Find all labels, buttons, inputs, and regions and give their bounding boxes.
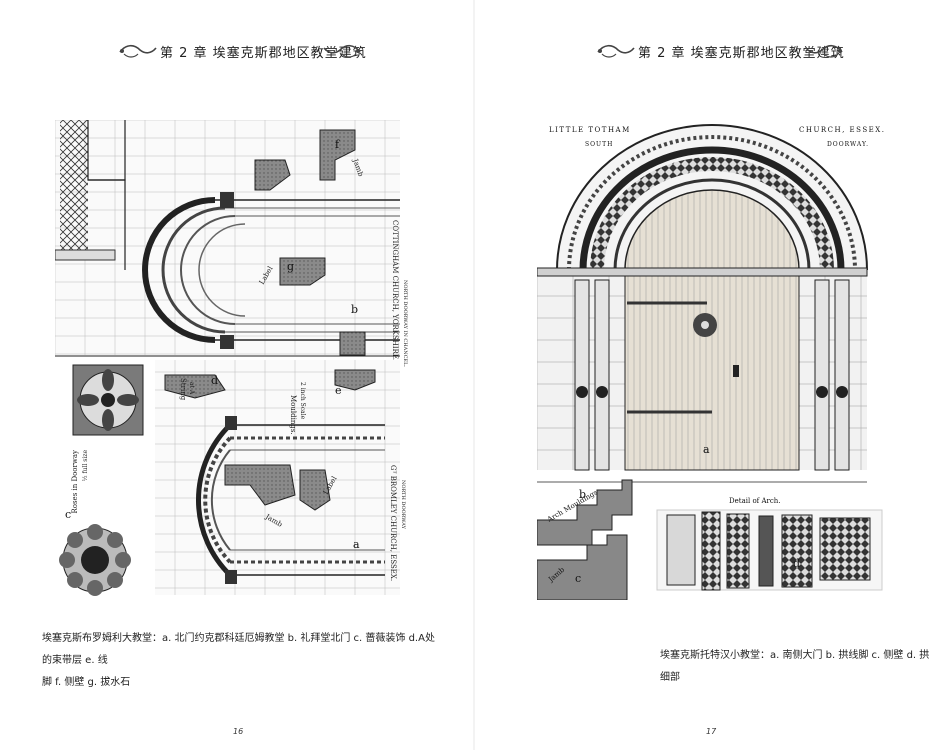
left-flourish-ornament: [597, 44, 635, 58]
figure-caption: 埃塞克斯托特汉小教堂：a. 南侧大门 b. 拱线脚 c. 侧壁 d. 拱细部: [660, 650, 930, 683]
string-label: String: [179, 378, 187, 401]
key-letter-c: c: [65, 508, 71, 521]
title-south: SOUTH: [585, 141, 613, 148]
book-gutter: [473, 0, 475, 750]
key-letter-c: c: [575, 572, 581, 585]
running-header: 第 2 章 埃塞克斯郡地区教堂建筑: [474, 40, 948, 62]
door-rosette: [693, 313, 717, 337]
key-letter-d: d: [793, 557, 800, 570]
title-doorway: DOORWAY.: [827, 141, 869, 148]
mouldings-label: Mouldings.: [289, 395, 297, 435]
full-size-label: ½ full size: [82, 450, 89, 482]
cottingham-sub-label: NORTH DOORWAY IN CHANCEL.: [402, 280, 408, 367]
right-page: 第 2 章 埃塞克斯郡地区教堂建筑: [474, 0, 948, 750]
engraving-plate-little-totham: LITTLE TOTHAM SOUTH CHURCH, ESSEX. DOORW…: [537, 120, 902, 600]
great-bromley-church-label: Gᵀ BROMLEY CHURCH, ESSEX.: [389, 465, 397, 581]
key-letter-a: a: [703, 443, 710, 456]
detail-of-arch-drawing: [656, 509, 883, 591]
key-letter-d: d: [211, 374, 218, 387]
running-header: 第 2 章 埃塞克斯郡地区教堂建筑: [0, 40, 474, 62]
page-number: 16: [233, 727, 244, 736]
engraving-plate-doorways: COTTINGHAM CHURCH, YORKSHIRE. NORTH DOOR…: [55, 120, 410, 600]
page-number: 17: [706, 727, 717, 736]
rose-ornament-square: [72, 364, 144, 436]
great-bromley-sub-label: NORTH DOORWAY: [400, 480, 406, 530]
roses-label: Roses in Doorway: [71, 450, 79, 514]
great-bromley-doorway-drawing: [155, 360, 400, 595]
right-flourish-ornament: [323, 44, 361, 58]
rose-ornament-round: [59, 524, 131, 596]
left-page: 第 2 章 埃塞克斯郡地区教堂建筑: [0, 40, 474, 736]
arch-mouldings-profile: [537, 479, 633, 600]
key-letter-b: b: [351, 303, 358, 316]
right-flourish-ornament: [805, 44, 843, 58]
key-letter-g: g: [287, 260, 294, 273]
detail-of-arch-label: Detail of Arch.: [729, 497, 781, 505]
caption-line-2: 脚 f. 侧壁 g. 拔水石: [42, 677, 131, 688]
key-letter-e: e: [335, 384, 342, 397]
key-letter-b: b: [579, 488, 586, 501]
scale-label: 2 inch Scale: [299, 382, 306, 420]
string-at-label: at A: [188, 382, 195, 395]
title-little-totham: LITTLE TOTHAM: [549, 126, 631, 134]
left-flourish-ornament: [119, 44, 157, 58]
little-totham-doorway-drawing: [537, 124, 868, 471]
figure-caption: 埃塞克斯布罗姆利大教堂：a. 北门约克郡科廷厄姆教堂 b. 礼拜堂北门 c. 蔷…: [42, 628, 442, 694]
cottingham-doorway-drawing: [55, 120, 400, 356]
cottingham-church-label: COTTINGHAM CHURCH, YORKSHIRE.: [391, 220, 399, 361]
title-church-essex: CHURCH, ESSEX.: [799, 126, 885, 134]
chapter-title: 第 2 章 埃塞克斯郡地区教堂建筑: [160, 46, 367, 61]
key-letter-f: f: [335, 138, 340, 151]
chapter-title: 第 2 章 埃塞克斯郡地区教堂建筑: [638, 46, 845, 61]
caption-line-1: 埃塞克斯布罗姆利大教堂：a. 北门约克郡科廷厄姆教堂 b. 礼拜堂北门 c. 蔷…: [42, 633, 435, 666]
key-letter-a: a: [353, 538, 360, 551]
